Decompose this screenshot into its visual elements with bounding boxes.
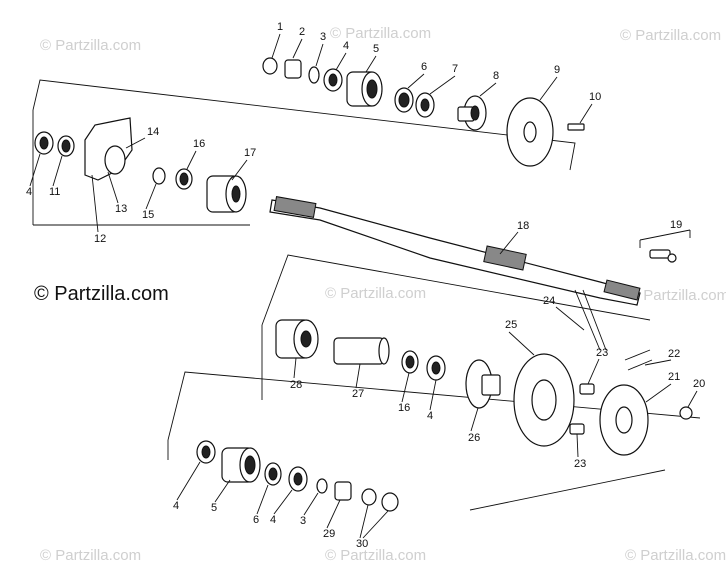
callout-label: 12 [94,233,106,245]
top-row-parts [262,57,585,167]
watermark: © Partzilla.com [325,547,426,564]
callout-label: 16 [398,402,410,414]
callout-label: 30 [356,538,368,550]
callout-label: 15 [142,209,154,221]
callout-label: 24 [543,295,555,307]
callout-label: 5 [373,43,379,55]
callout-label: 4 [173,500,179,512]
chain-link-kit [639,229,691,263]
callout-label: 23 [574,458,586,470]
callout-label: 29 [323,528,335,540]
watermark: © Partzilla.com [620,27,721,44]
callout-label: 17 [244,147,256,159]
callout-label: 21 [668,371,680,383]
callout-label: 26 [468,432,480,444]
callout-label: 23 [596,347,608,359]
callout-labels: 1 2 3 4 5 6 7 8 9 10 4 11 12 13 14 15 16… [26,21,705,550]
watermark: © Partzilla.com [628,287,726,304]
watermark: © Partzilla.com [625,547,726,564]
callout-label: 8 [493,70,499,82]
watermark: © Partzilla.com [325,285,426,302]
watermark: © Partzilla.com [40,37,141,54]
watermark: © Partzilla.com [40,547,141,564]
callout-label: 22 [668,348,680,360]
callout-label: 25 [505,319,517,331]
callout-label: 28 [290,379,302,391]
callout-label: 11 [49,186,60,198]
watermark: © Partzilla.com [330,25,431,42]
callout-label: 19 [670,219,682,231]
left-row-parts [34,117,247,213]
group-frames [32,79,701,511]
callout-label: 14 [147,126,159,138]
callout-label: 13 [115,203,127,215]
callout-label: 3 [320,31,326,43]
callout-label: 6 [253,514,259,526]
bottom-row-parts [196,440,399,512]
callout-label: 10 [589,91,601,103]
callout-label: 4 [343,40,349,52]
callout-label: 6 [421,61,427,73]
callout-label: 18 [517,220,529,232]
callout-label: 27 [352,388,364,400]
callout-label: 20 [693,378,705,390]
callout-label: 4 [26,186,32,198]
callout-label: 9 [554,64,560,76]
middle-row-parts [275,289,693,456]
callout-label: 4 [427,410,433,422]
callout-label: 1 [277,21,283,33]
callout-label: 16 [193,138,205,150]
callout-label: 7 [452,63,458,75]
callout-label: 2 [299,26,305,38]
callout-label: 4 [270,514,276,526]
leader-lines [29,33,698,539]
callout-label: 3 [300,515,306,527]
brand-text: © Partzilla.com [34,283,169,305]
main-shaft [269,196,641,306]
watermark-layer: © Partzilla.com © Partzilla.com © Partzi… [40,25,726,564]
callout-label: 5 [211,502,217,514]
